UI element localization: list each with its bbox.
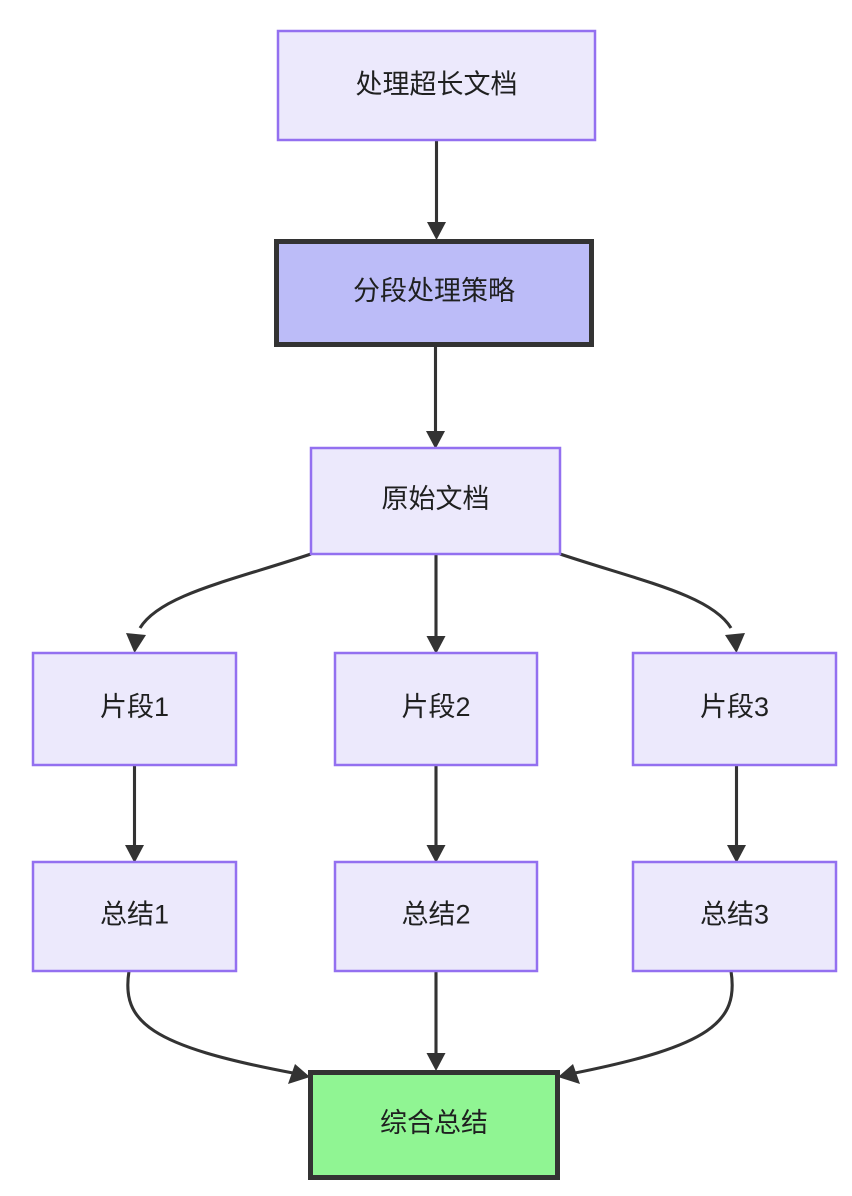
edge-n3-n4	[126, 552, 312, 653]
node-label-n3: 原始文档	[382, 484, 490, 514]
node-rect-n10[interactable]	[308, 1070, 560, 1180]
edge-n2-n3	[426, 346, 445, 449]
node-label-n8: 总结2	[401, 900, 470, 930]
node-summary-2[interactable]: 总结2	[333, 860, 539, 973]
node-fragment-3[interactable]: 片段3	[631, 651, 838, 767]
node-rect-n5[interactable]	[333, 651, 539, 767]
edge-n7-n10	[126, 970, 310, 1084]
node-process-long-document[interactable]: 处理超长文档	[276, 29, 597, 142]
node-rect-n6[interactable]	[631, 651, 838, 767]
edge-n3-n5	[426, 554, 446, 654]
node-label-n1: 处理超长文档	[356, 70, 518, 100]
edge-n5-n8	[426, 765, 446, 863]
node-rect-n1[interactable]	[276, 29, 597, 142]
edge-n1-n2	[427, 140, 446, 240]
node-comprehensive-summary[interactable]: 综合总结	[308, 1070, 560, 1180]
node-label-n4: 片段1	[100, 692, 169, 722]
edge-n6-n9	[727, 765, 746, 863]
node-rect-n7[interactable]	[31, 860, 238, 973]
node-label-n10: 综合总结	[380, 1108, 488, 1138]
node-label-n2: 分段处理策略	[353, 276, 515, 306]
edge-n9-n10	[558, 970, 734, 1084]
node-rect-n8[interactable]	[333, 860, 539, 973]
node-chunking-strategy[interactable]: 分段处理策略	[274, 239, 594, 347]
edge-layer	[125, 140, 746, 1084]
edge-n4-n7	[125, 765, 144, 863]
node-fragment-2[interactable]: 片段2	[333, 651, 539, 767]
node-rect-n2[interactable]	[274, 239, 594, 347]
node-label-n5: 片段2	[401, 692, 470, 722]
node-label-n6: 片段3	[700, 692, 769, 722]
node-summary-1[interactable]: 总结1	[31, 860, 238, 973]
edge-n8-n10	[426, 971, 446, 1071]
node-rect-n9[interactable]	[631, 860, 838, 973]
edge-n3-n6	[559, 552, 745, 653]
node-summary-3[interactable]: 总结3	[631, 860, 838, 973]
node-label-n7: 总结1	[100, 900, 169, 930]
node-rect-n3[interactable]	[309, 446, 562, 556]
node-fragment-1[interactable]: 片段1	[31, 651, 238, 767]
node-layer: 处理超长文档 分段处理策略 原始文档 片段1 片段2 片段3	[31, 29, 838, 1180]
node-rect-n4[interactable]	[31, 651, 238, 767]
node-original-document[interactable]: 原始文档	[309, 446, 562, 556]
node-label-n9: 总结3	[700, 900, 769, 930]
